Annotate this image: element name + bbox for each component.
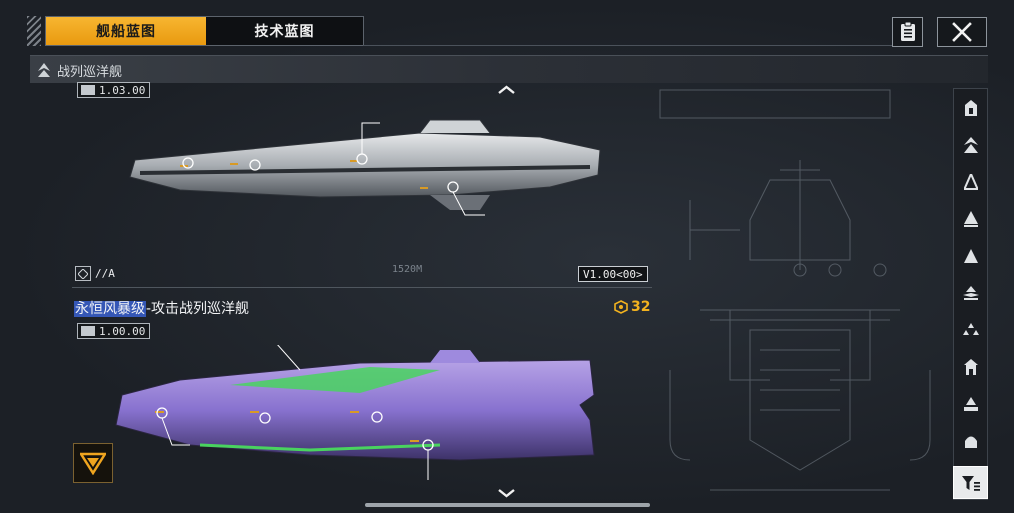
ship2-cost: 32 <box>614 299 650 315</box>
tab-bar: 舰船蓝图 技术蓝图 <box>45 16 364 46</box>
tab-ship-blueprint[interactable]: 舰船蓝图 <box>46 17 206 45</box>
ship2-version: 1.00.00 <box>99 324 146 338</box>
close-icon <box>952 22 972 42</box>
ship1-version-badge: 1.03.00 <box>77 82 151 98</box>
frigate-icon <box>964 99 977 116</box>
destroyer-icon <box>963 136 978 153</box>
ship1-tier: //A <box>95 267 115 280</box>
sidebar-item-cruiser[interactable] <box>956 167 985 196</box>
filter-icon <box>961 475 980 491</box>
decorative-stripe <box>27 16 41 46</box>
battlecruiser-icon <box>963 210 978 227</box>
cruiser-icon <box>963 173 978 190</box>
filter-button[interactable] <box>953 466 988 499</box>
carrier-icon <box>962 285 979 300</box>
sidebar-item-auxiliary[interactable] <box>956 241 985 270</box>
tab-tech-blueprint[interactable]: 技术蓝图 <box>206 17 363 45</box>
list-button[interactable] <box>892 17 923 47</box>
horizontal-scrollbar[interactable] <box>365 503 650 507</box>
category-title: 战列巡洋舰 <box>57 65 123 80</box>
ship1-tier-badge: //A <box>75 266 115 281</box>
ship1-variant-tag[interactable]: V1.00<00> <box>578 266 648 282</box>
sidebar-item-destroyer[interactable] <box>956 130 985 159</box>
sidebar-item-fighter[interactable] <box>956 315 985 344</box>
sidebar-item-battlecruiser[interactable] <box>956 204 985 233</box>
dreadnought-icon <box>964 436 977 448</box>
scroll-up-icon[interactable] <box>498 85 515 95</box>
ship2-name-type: -攻击战列巡洋舰 <box>146 301 250 317</box>
list-icon <box>900 22 915 41</box>
cost-icon <box>614 300 628 314</box>
ship-class-sidebar <box>953 88 988 500</box>
sidebar-item-dreadnought[interactable] <box>956 426 985 455</box>
tab-underline <box>363 45 893 46</box>
ship1-blueprint-image[interactable] <box>120 115 610 225</box>
fighter-icon <box>962 322 979 335</box>
ship-class-icon <box>38 63 50 77</box>
blueprint-chip-icon <box>81 326 95 336</box>
ship2-blueprint-image[interactable] <box>110 345 600 485</box>
ship2-name: 永恒风暴级-攻击战列巡洋舰 <box>74 298 249 318</box>
auxiliary-icon <box>963 248 978 263</box>
battleship-icon <box>963 396 978 411</box>
corvette-icon <box>963 358 978 375</box>
ship2-name-class: 永恒风暴级 <box>74 301 146 317</box>
ship1-length-label: 1520M <box>392 264 423 275</box>
category-header: 战列巡洋舰 <box>30 55 988 83</box>
sidebar-item-carrier[interactable] <box>956 278 985 307</box>
blueprint-chip-icon <box>81 85 95 95</box>
faction-emblem <box>73 443 113 483</box>
ship2-cost-value: 32 <box>631 299 651 315</box>
tier-icon <box>75 266 91 281</box>
scroll-down-icon[interactable] <box>498 488 515 498</box>
blueprint-schematic <box>659 89 931 491</box>
faction-emblem-icon <box>80 452 106 475</box>
ship2-version-badge: 1.00.00 <box>77 323 151 339</box>
top-bar: 舰船蓝图 技术蓝图 <box>0 0 1014 52</box>
sidebar-item-corvette[interactable] <box>956 352 985 381</box>
sidebar-item-frigate[interactable] <box>956 93 985 122</box>
close-button[interactable] <box>937 17 987 47</box>
sidebar-item-battleship[interactable] <box>956 389 985 418</box>
ship1-version: 1.03.00 <box>99 83 146 97</box>
card-divider <box>72 287 652 288</box>
